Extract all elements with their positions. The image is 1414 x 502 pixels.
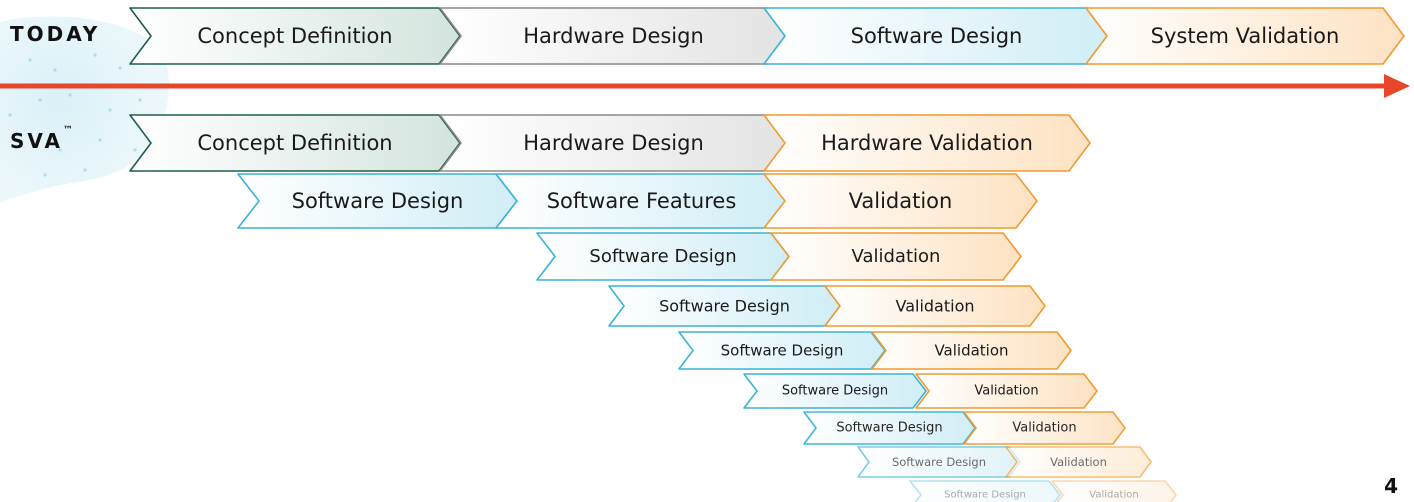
sva-row-3-phase-1: Software Design — [536, 232, 790, 281]
trademark-symbol: ™ — [63, 125, 74, 136]
validation-chevron-shape — [915, 373, 1098, 409]
background-dot — [43, 173, 47, 177]
sva-row-6-phase-1: Software Design — [743, 373, 927, 409]
validation-chevron-label: Validation — [895, 297, 974, 316]
validation-chevron-label: Validation — [1012, 421, 1076, 436]
sva-row-9-phase-2: Validation — [1051, 480, 1177, 502]
background-dot — [138, 98, 142, 102]
validation-chevron-shape — [1051, 480, 1177, 502]
sva-row-4-phase-2: Validation — [824, 285, 1046, 327]
background-dot — [18, 133, 22, 137]
timeline-arrow-head — [1384, 74, 1410, 98]
hardware-chevron-label: Hardware Design — [523, 131, 704, 155]
background-dot — [38, 98, 42, 102]
background-dot — [108, 108, 112, 112]
background-dot — [133, 148, 137, 152]
validation-chevron-shape — [963, 411, 1126, 445]
validation-chevron-label: Validation — [852, 246, 941, 267]
software-chevron-label: Software Design — [292, 189, 464, 213]
sva-row-2-phase-1: Software Design — [237, 173, 518, 229]
sva-row-8-phase-1: Software Design — [857, 446, 1021, 478]
sva-row-7-phase-2: Validation — [963, 411, 1126, 445]
software-chevron-label: Software Design — [892, 455, 986, 469]
validation-chevron-shape — [763, 173, 1038, 229]
sva-row-7-phase-1: Software Design — [803, 411, 976, 445]
background-dot — [28, 58, 32, 62]
software-chevron-label: Software Design — [659, 297, 790, 316]
concept-chevron-shape — [129, 114, 461, 172]
sva-row-1-phase-2: Hardware Design — [439, 114, 788, 172]
concept-chevron-label: Concept Definition — [197, 131, 392, 155]
software-chevron-label: Software Design — [851, 24, 1023, 48]
software-chevron-shape — [803, 411, 976, 445]
hardware-chevron-label: Hardware Design — [523, 24, 704, 48]
software-chevron-label: Software Design — [944, 490, 1026, 501]
software-chevron-label: Software Design — [589, 246, 736, 267]
software-chevron-label: Software Design — [782, 384, 888, 399]
validation-chevron-label: Validation — [934, 342, 1008, 360]
background-dot — [93, 53, 97, 57]
sva-row-1-phase-1: Concept Definition — [129, 114, 461, 172]
background-dot — [68, 93, 72, 97]
validation-chevron-label: Validation — [849, 189, 953, 213]
validation-chevron-shape — [763, 114, 1091, 172]
sva-row-9-phase-1: Software Design — [909, 480, 1061, 502]
background-dot — [98, 138, 102, 142]
sva-row-4-phase-1: Software Design — [608, 285, 841, 327]
sva-row-2-phase-2: Software Features — [495, 173, 788, 229]
concept-chevron-label: Concept Definition — [197, 24, 392, 48]
today-label: TODAY — [10, 22, 101, 46]
software-chevron-label: Software Features — [547, 189, 737, 213]
sva-row-5-phase-2: Validation — [871, 331, 1072, 370]
concept-chevron-shape — [129, 7, 461, 65]
software-chevron-label: Software Design — [721, 342, 844, 360]
validation-chevron-label: Validation — [1089, 490, 1138, 501]
validation-chevron-shape — [770, 232, 1022, 281]
background-dot — [8, 113, 12, 117]
sva-row-8-phase-2: Validation — [1005, 446, 1152, 478]
sva-row-3-phase-2: Validation — [770, 232, 1022, 281]
sva-row-1-phase-3: Hardware Validation — [763, 114, 1091, 172]
today-phase-4: System Validation — [1085, 7, 1405, 65]
software-chevron-shape — [743, 373, 927, 409]
validation-chevron-shape — [1005, 446, 1152, 478]
software-chevron-shape — [678, 331, 886, 370]
page-number: 4 — [1384, 474, 1398, 498]
validation-chevron-label: Validation — [1050, 455, 1107, 469]
validation-chevron-shape — [871, 331, 1072, 370]
background-dot — [53, 68, 57, 72]
sva-label-text: SVA — [10, 129, 64, 153]
sva-row-5-phase-1: Software Design — [678, 331, 886, 370]
validation-chevron-label: System Validation — [1151, 24, 1340, 48]
background-binary-dots — [8, 53, 142, 177]
sva-label: SVA™ — [10, 125, 73, 153]
sva-row-2-phase-3: Validation — [763, 173, 1038, 229]
sva-row-6-phase-2: Validation — [915, 373, 1098, 409]
background-dot — [83, 168, 87, 172]
background-dot — [118, 66, 122, 70]
today-phase-2: Hardware Design — [439, 7, 788, 65]
validation-chevron-label: Validation — [974, 384, 1038, 399]
validation-chevron-label: Hardware Validation — [821, 131, 1033, 155]
background-cloud-shape — [0, 16, 170, 202]
software-chevron-label: Software Design — [836, 421, 942, 436]
today-phase-1: Concept Definition — [129, 7, 461, 65]
background-dot — [58, 148, 62, 152]
today-phase-3: Software Design — [763, 7, 1110, 65]
validation-chevron-shape — [824, 285, 1046, 327]
validation-chevron-shape — [1085, 7, 1405, 65]
software-chevron-shape — [909, 480, 1061, 502]
